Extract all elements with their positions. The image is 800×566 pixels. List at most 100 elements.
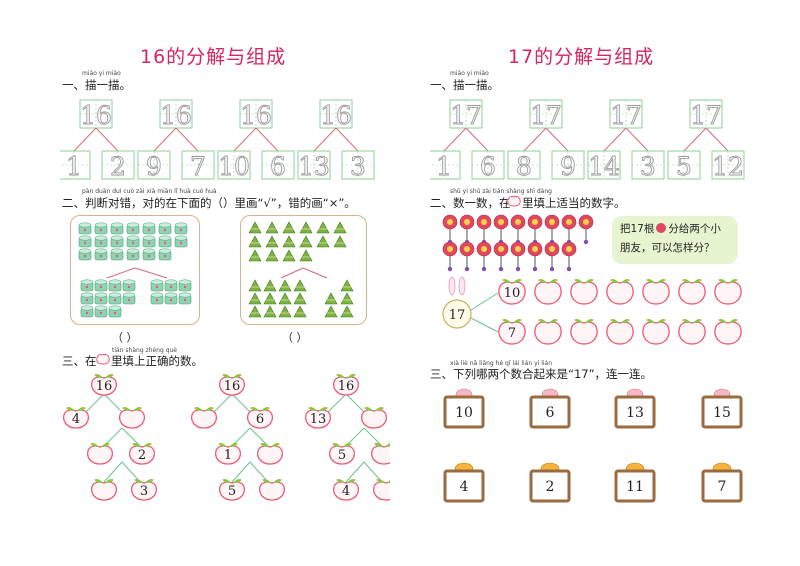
zongzi-icon: [248, 235, 262, 248]
bubble-text-2: 朋友，可以怎样分？: [620, 242, 715, 254]
right-section3-label: 三、下列哪两个数合起来是“17”，连一连。: [430, 367, 653, 381]
trace-top-number: 16: [320, 101, 352, 130]
lollipop-icon: [476, 214, 492, 245]
trace-top-number: 17: [610, 101, 642, 130]
cake-icon: [174, 235, 188, 248]
tree-branch: [345, 427, 365, 447]
cake-icon: [80, 305, 94, 318]
judge-answer-box-2[interactable]: （ ）: [282, 331, 308, 344]
lollipop-icon: [527, 241, 543, 272]
tree-number: 5: [228, 484, 236, 499]
cake-icon: [142, 248, 156, 261]
sign-board: [701, 469, 743, 503]
zongzi-icon: [263, 292, 277, 305]
sign-board: [701, 395, 743, 429]
tree-peach: [190, 407, 218, 429]
branch-line: [335, 127, 359, 152]
tree-peach: [86, 443, 114, 465]
lollipop-icon: [544, 214, 560, 245]
judge-answer-box-1[interactable]: （ ）: [112, 331, 138, 344]
trace-top-number: 17: [690, 101, 722, 130]
tree-number: 4: [342, 484, 350, 499]
zongzi-icon: [293, 305, 307, 318]
trace-top-number: 17: [530, 101, 562, 130]
cake-icon: [122, 292, 136, 305]
cake-icon: [142, 222, 156, 235]
branch-line: [255, 127, 279, 152]
number-sign: 2: [529, 462, 571, 503]
lollipop-icon: [493, 214, 509, 245]
zongzi-icon: [340, 305, 354, 318]
zongzi-icon: [299, 235, 313, 248]
tree-branch: [231, 427, 251, 447]
tree-branch: [249, 427, 269, 447]
zongzi-icon: [248, 292, 262, 305]
branch-line: [175, 127, 199, 152]
tree-branch: [103, 427, 123, 447]
zongzi-icon: [278, 305, 292, 318]
right-s1-pinyin: miáo yi miáo: [450, 70, 489, 77]
lollipop-icon: [656, 223, 667, 233]
branch-line: [95, 127, 119, 152]
tree-branch: [231, 393, 251, 413]
number-sign: 6: [529, 388, 571, 429]
sign-number: 2: [546, 479, 555, 495]
sign-number: 13: [626, 405, 644, 421]
zongzi-icon: [282, 249, 296, 262]
zongzi-icon: [333, 221, 347, 234]
right-page-title: 17的分解与组成: [508, 46, 655, 68]
cake-icon: [94, 248, 108, 261]
zongzi-icon: [248, 279, 262, 292]
cake-icon: [94, 305, 108, 318]
number-sign: 13: [614, 388, 656, 429]
sign-board: [529, 395, 571, 429]
tree-peach: [130, 479, 158, 501]
zongzi-icon: [263, 279, 277, 292]
sign-number: 6: [546, 405, 555, 421]
lollipop-icon: [561, 214, 577, 245]
sign-number: 15: [713, 405, 731, 421]
tree-top-peach: [90, 374, 118, 396]
cake-icon: [78, 235, 92, 248]
zongzi-icon: [248, 249, 262, 262]
zongzi-icon: [324, 292, 338, 305]
zongzi-picture: [248, 221, 354, 318]
row-peach: [606, 319, 634, 345]
row-peach: [534, 319, 562, 345]
trace-bottom-number: 7: [190, 152, 206, 181]
zongzi-icon: [282, 221, 296, 234]
trace-bottom-number: 10: [218, 152, 250, 181]
zongzi-icon: [278, 292, 292, 305]
zongzi-icon: [278, 279, 292, 292]
tree-branch: [103, 461, 123, 483]
cake-icon: [94, 279, 108, 292]
lollipop-icon: [476, 241, 492, 272]
cake-icon: [94, 222, 108, 235]
trace-top-number: 16: [80, 101, 112, 130]
tree-branch: [363, 461, 383, 483]
tree-peach: [256, 443, 284, 465]
left-judge-frame-2: [240, 215, 367, 325]
zongzi-icon: [293, 279, 307, 292]
tree-number: 1: [224, 448, 232, 463]
zongzi-icon: [265, 221, 279, 234]
bottom-row-value: 7: [508, 326, 516, 341]
cake-icon: [108, 279, 122, 292]
center-circle: [442, 299, 472, 329]
cake-icon: [94, 235, 108, 248]
row-peach: [606, 279, 634, 305]
tree-peach: [90, 479, 118, 501]
zongzi-icon: [282, 235, 296, 248]
trace-bottom-number: 6: [270, 152, 286, 181]
row-peach: [498, 279, 526, 305]
branch-line: [302, 267, 328, 279]
lollipop-icon: [561, 241, 577, 272]
branch-line: [153, 127, 177, 152]
cake-icon: [150, 279, 164, 292]
cake-icon: [80, 279, 94, 292]
tree-branch: [345, 461, 365, 483]
left-section3-label: 三、在: [62, 354, 97, 368]
tree-peach: [214, 443, 242, 465]
lollipop-icon: [544, 241, 560, 272]
